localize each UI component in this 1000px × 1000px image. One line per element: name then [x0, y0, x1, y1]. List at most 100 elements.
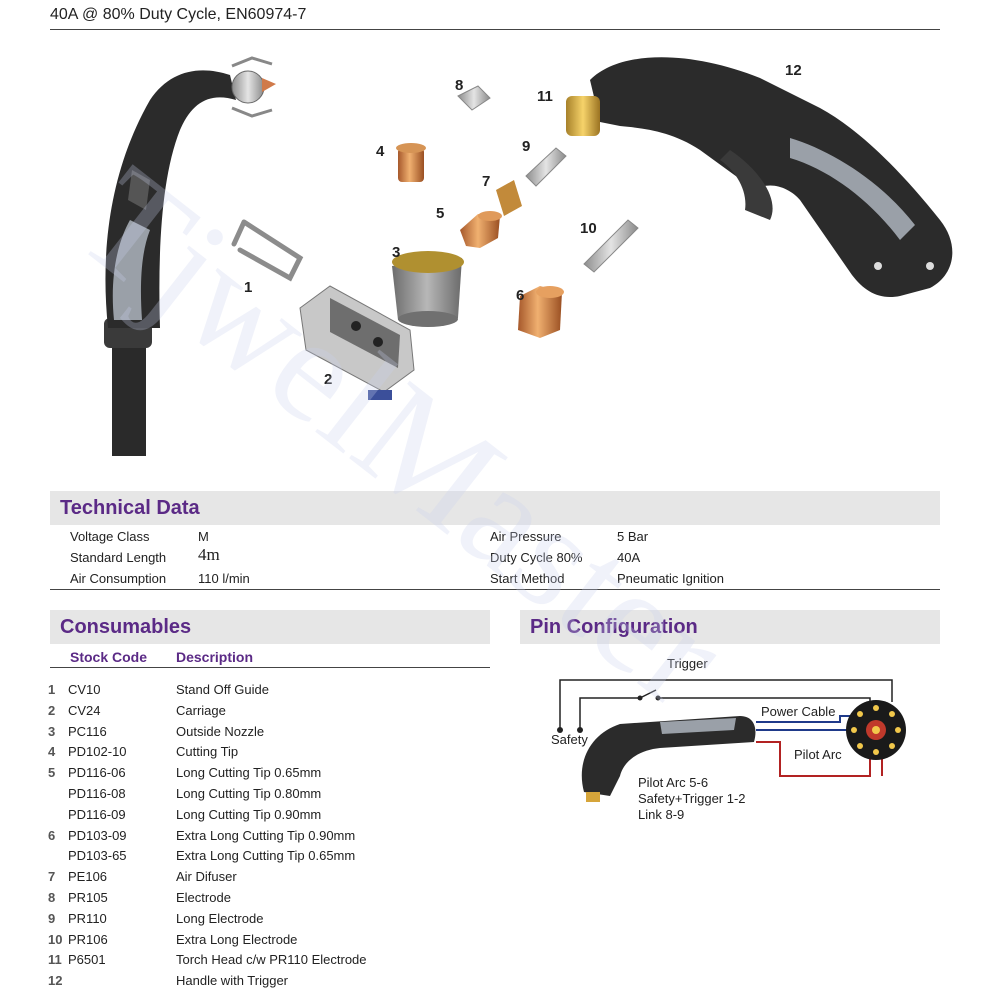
description: Long Cutting Tip 0.90mm: [176, 806, 322, 822]
item-number: 1: [48, 682, 56, 697]
left-torch-drawing: [104, 56, 276, 456]
item-number: 9: [48, 910, 56, 926]
item-number: 7: [48, 869, 56, 885]
stock-code: P6501: [68, 952, 106, 968]
pilot-arc-label: Pilot Arc: [794, 747, 842, 762]
outside-nozzle-drawing: [392, 251, 464, 327]
power-cable-label: Power Cable: [761, 704, 836, 719]
callout-1: 1: [244, 279, 253, 296]
consumable-row: 9 PR110 Long Electrode: [48, 911, 518, 931]
description: Carriage: [176, 702, 226, 718]
long-cutting-tip-drawing: [460, 211, 502, 248]
description: Extra Long Electrode: [176, 931, 298, 947]
pin-note-safety-trigger: Safety+Trigger 1-2: [638, 791, 746, 806]
air-consumption-value: 110 l/min: [198, 571, 250, 586]
start-method-label: Start Method: [490, 571, 565, 586]
technical-data-divider: [50, 589, 940, 590]
duty-cycle-label: Duty Cycle 80%: [490, 550, 583, 565]
consumable-row: PD103-65 Extra Long Cutting Tip 0.65mm: [48, 848, 518, 868]
start-method-value: Pneumatic Ignition: [617, 571, 724, 586]
item-number: 2: [48, 702, 56, 718]
stock-code: PC116: [68, 723, 107, 739]
stock-code: PD102-10: [68, 744, 127, 760]
carriage-drawing: [299, 285, 415, 400]
stock-code: PR110: [68, 910, 107, 926]
item-number: 5: [48, 765, 56, 781]
consumables-bar: [50, 610, 490, 644]
consumable-row: 4 PD102-10 Cutting Tip: [48, 744, 518, 764]
voltage-class-value: M: [198, 529, 209, 544]
description: Extra Long Cutting Tip 0.90mm: [176, 827, 356, 843]
consumable-row: 8 PR105 Electrode: [48, 890, 518, 910]
description: Cutting Tip: [176, 744, 239, 760]
item-number: 11: [48, 952, 62, 968]
voltage-class-label: Voltage Class: [70, 529, 150, 544]
stock-code: PR105: [68, 890, 108, 905]
safety-label: Safety: [551, 732, 588, 747]
pin-note-pilot-arc: Pilot Arc 5-6: [638, 775, 709, 790]
callout-4: 4: [376, 143, 385, 160]
consumable-row: PD116-08 Long Cutting Tip 0.80mm: [48, 786, 518, 806]
consumable-row: 3 PC116 Outside Nozzle: [48, 724, 518, 744]
air-consumption-label: Air Consumption: [70, 571, 167, 586]
callout-3: 3: [392, 244, 401, 261]
consumable-row: 10 PR106 Extra Long Electrode: [48, 932, 518, 952]
consumable-row: 12 Handle with Trigger: [48, 973, 518, 993]
item-number: 6: [48, 827, 56, 843]
pin-wiring-diagram: [557, 679, 906, 802]
item-number: 8: [48, 890, 56, 905]
callout-10: 10: [580, 220, 597, 237]
trigger-label: Trigger: [667, 656, 708, 671]
cutting-tip-drawing: [396, 143, 426, 182]
stand-off-guide-drawing: [231, 219, 304, 282]
callout-2: 2: [324, 371, 333, 388]
header-divider: [50, 29, 940, 30]
air-pressure-label: Air Pressure: [490, 529, 562, 544]
standard-length-label: Standard Length: [70, 550, 167, 565]
technical-data-bar: [50, 491, 940, 525]
stock-code: PD116-06: [68, 765, 126, 781]
callout-5: 5: [436, 205, 445, 222]
item-number: 3: [48, 723, 56, 739]
stock-code-header: Stock Code: [70, 649, 148, 665]
pin-config-bar: [520, 610, 940, 644]
description-header: Description: [176, 649, 254, 665]
callout-8: 8: [455, 77, 464, 94]
right-torch-drawing: [566, 57, 953, 298]
description: Long Electrode: [176, 910, 264, 926]
callout-9: 9: [522, 138, 531, 155]
item-number: 4: [48, 744, 56, 760]
stock-code: PD116-09: [68, 806, 126, 822]
stock-code: PD103-65: [68, 848, 127, 864]
callout-12: 12: [785, 62, 802, 79]
consumables-divider: [50, 667, 490, 668]
item-number: 10: [48, 931, 63, 947]
pin-config-title: Pin Configuration: [530, 616, 698, 638]
description: Electrode: [176, 890, 231, 905]
consumable-row: 2 CV24 Carriage: [48, 703, 518, 723]
description: Long Cutting Tip 0.80mm: [176, 786, 322, 801]
consumable-row: 6 PD103-09 Extra Long Cutting Tip 0.90mm: [48, 828, 518, 848]
duty-cycle-value: 40A: [617, 550, 641, 565]
long-electrode-drawing: [525, 147, 567, 187]
stock-code: PD116-08: [68, 786, 126, 801]
electrode-drawing: [457, 85, 491, 111]
spec-header: 40A @ 80% Duty Cycle, EN60974-7: [50, 6, 307, 23]
callout-6: 6: [516, 287, 525, 304]
callout-11: 11: [537, 88, 553, 105]
pin-note-link: Link 8-9: [638, 807, 685, 822]
stock-code: PD103-09: [68, 827, 127, 843]
description: Handle with Trigger: [176, 973, 288, 989]
consumable-row: 5 PD116-06 Long Cutting Tip 0.65mm: [48, 765, 518, 785]
description: Long Cutting Tip 0.65mm: [176, 765, 322, 781]
stock-code: CV24: [68, 702, 101, 718]
description: Outside Nozzle: [176, 723, 265, 739]
stock-code: PE106: [68, 869, 108, 885]
consumables-title: Consumables: [60, 616, 192, 638]
stock-code: PR106: [68, 931, 108, 947]
description: Extra Long Cutting Tip 0.65mm: [176, 848, 356, 864]
air-diffuser-drawing: [496, 180, 522, 216]
item-number: 12: [48, 973, 63, 989]
